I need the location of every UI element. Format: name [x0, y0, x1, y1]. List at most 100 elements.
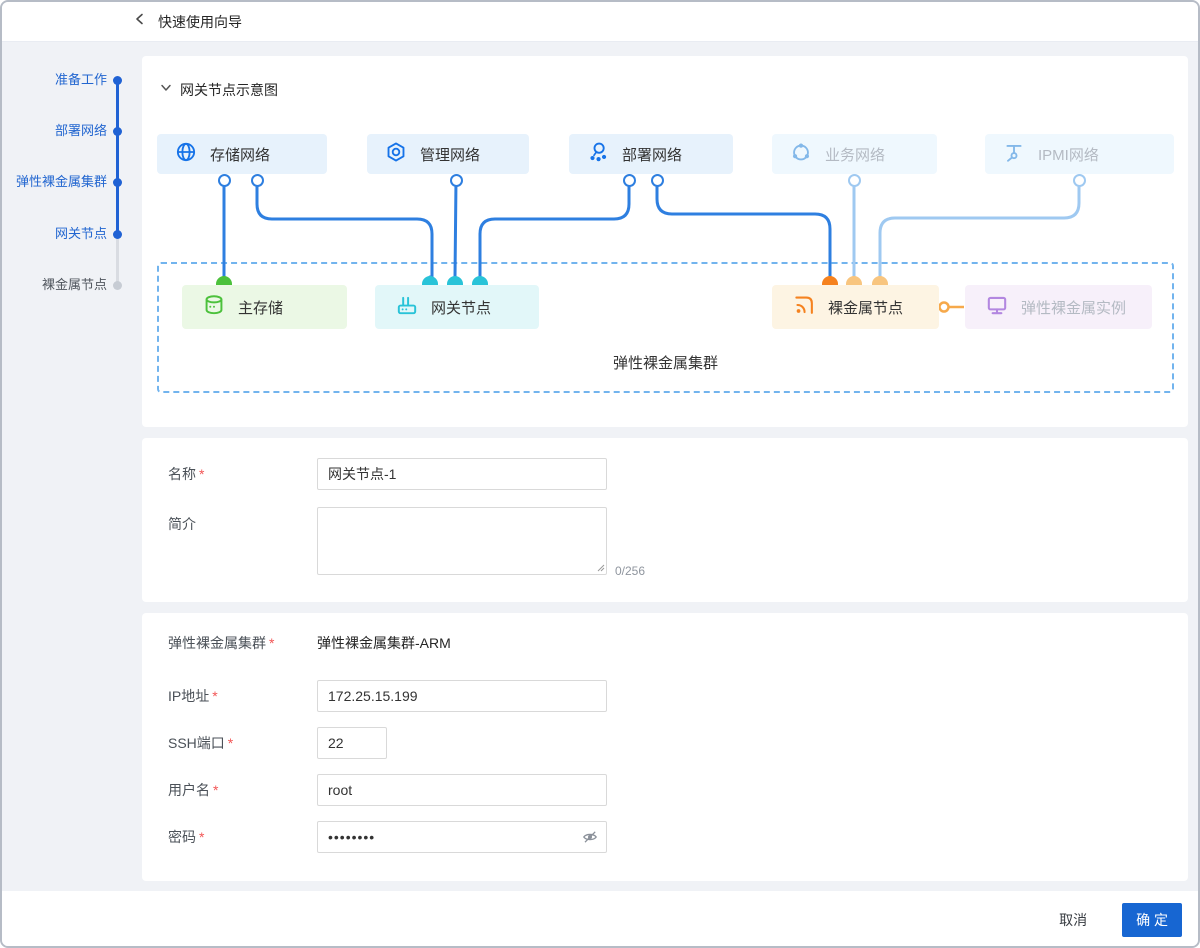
username-input[interactable]: [317, 774, 607, 806]
ssh-port-input[interactable]: [317, 727, 387, 759]
name-field-row: 名称*: [168, 458, 1188, 490]
port-ring-management: [449, 174, 463, 187]
description-field-row: 简介 0/256: [168, 507, 1188, 580]
step-dot-2: [113, 126, 122, 136]
required-mark: *: [199, 829, 205, 845]
network-label: 存储网络: [210, 146, 271, 164]
username-field-row: 用户名*: [168, 774, 1188, 806]
node-label: 裸金属节点: [828, 299, 904, 317]
description-textarea-wrap: [317, 507, 607, 580]
name-label: 名称*: [168, 466, 205, 482]
network-label: 部署网络: [622, 146, 683, 164]
node-label: 主存储: [238, 299, 284, 317]
stepper-line-pending: [116, 234, 119, 285]
node-port-storage: [216, 276, 232, 285]
router-icon: [395, 293, 419, 321]
password-input-wrap: [317, 821, 607, 853]
node-port-gateway-1: [422, 276, 438, 285]
stepper-item-prepare[interactable]: 准备工作: [54, 72, 107, 87]
baremetal-icon: [792, 293, 816, 321]
diagram-collapse-toggle[interactable]: 网关节点示意图: [160, 80, 278, 100]
textarea-resize-handle: [597, 559, 605, 577]
diagram-panel: 网关节点示意图: [142, 56, 1188, 427]
name-input[interactable]: [317, 458, 607, 490]
settings-icon: [385, 141, 407, 167]
back-button[interactable]: [133, 12, 147, 31]
ip-label: IP地址*: [168, 688, 218, 704]
wizard-stepper: 准备工作 部署网络 弹性裸金属集群 网关节点 裸金属节点: [2, 42, 132, 891]
cancel-button[interactable]: 取消: [1045, 904, 1101, 936]
required-mark: *: [213, 782, 219, 798]
node-port-baremetal-2: [846, 276, 862, 285]
page-title: 快速使用向导: [158, 13, 242, 30]
connector-lines: [222, 178, 1081, 313]
stepper-line-active: [116, 80, 119, 234]
body: 准备工作 部署网络 弹性裸金属集群 网关节点 裸金属节点 网关节点示意图: [2, 42, 1198, 891]
node-box-elastic-instance: 弹性裸金属实例: [965, 285, 1152, 329]
port-ring-storage-2: [250, 174, 264, 187]
confirm-button[interactable]: 确 定: [1122, 902, 1182, 937]
node-label: 弹性裸金属实例: [1021, 299, 1127, 317]
diagram-section-title: 网关节点示意图: [180, 82, 278, 98]
toggle-password-visibility-button[interactable]: [582, 829, 598, 845]
username-label: 用户名*: [168, 782, 219, 798]
password-field-row: 密码*: [168, 821, 1188, 853]
network-box-storage: 存储网络: [157, 134, 327, 174]
password-label: 密码*: [168, 829, 205, 845]
back-chevron-icon: [133, 12, 147, 31]
required-mark: *: [212, 688, 218, 704]
instance-link-line: [938, 301, 964, 313]
ssh-port-label: SSH端口*: [168, 735, 234, 751]
step-dot-5: [113, 280, 122, 290]
basic-form-panel: 名称* 简介 0/256: [142, 438, 1188, 602]
node-box-gateway: 网关节点: [375, 285, 539, 329]
port-ring-deployment-1: [622, 174, 636, 187]
node-port-gateway-3: [472, 276, 488, 285]
network-box-management: 管理网络: [367, 134, 529, 174]
connection-form-panel: 弹性裸金属集群* 弹性裸金属集群-ARM IP地址* SSH端口* 用户名*: [142, 613, 1188, 881]
node-port-baremetal-1: [822, 276, 838, 285]
char-counter: 0/256: [615, 564, 646, 578]
network-box-service: 业务网络: [772, 134, 937, 174]
required-mark: *: [269, 635, 275, 651]
port-ring-deployment-2: [650, 174, 664, 187]
port-ring-ipmi: [1072, 174, 1086, 187]
cluster-label-text: 弹性裸金属集群*: [168, 635, 275, 651]
network-box-ipmi: IPMI网络: [985, 134, 1174, 174]
stepper-item-deploy-network[interactable]: 部署网络: [54, 123, 107, 138]
globe-icon: [175, 141, 197, 167]
service-icon: [790, 141, 812, 167]
cluster-label: 弹性裸金属集群: [612, 355, 718, 372]
node-port-gateway-2: [447, 276, 463, 285]
cluster-value: 弹性裸金属集群-ARM: [317, 635, 451, 651]
node-label: 网关节点: [431, 299, 492, 317]
chevron-down-icon: [160, 81, 172, 99]
header: 快速使用向导: [2, 2, 1198, 42]
cluster-field-row: 弹性裸金属集群* 弹性裸金属集群-ARM: [168, 633, 1188, 653]
required-mark: *: [199, 466, 205, 482]
cluster-dashed-boundary: [157, 262, 1174, 393]
node-box-baremetal: 裸金属节点: [772, 285, 939, 329]
description-textarea[interactable]: [317, 507, 607, 575]
password-input[interactable]: [317, 821, 607, 853]
ip-input[interactable]: [317, 680, 607, 712]
monitor-icon: [985, 293, 1009, 321]
stepper-item-elastic-cluster[interactable]: 弹性裸金属集群: [15, 174, 107, 189]
cluster-icon: [587, 141, 609, 167]
stepper-item-gateway-node[interactable]: 网关节点: [54, 226, 107, 241]
node-port-baremetal-3: [872, 276, 888, 285]
footer-bar: 取消 确 定: [2, 891, 1198, 946]
port-ring-storage-1: [217, 174, 231, 187]
stepper-item-baremetal-node[interactable]: 裸金属节点: [41, 277, 107, 292]
ssh-port-field-row: SSH端口*: [168, 727, 1188, 759]
network-label: IPMI网络: [1038, 146, 1099, 164]
required-mark: *: [227, 735, 234, 751]
network-label: 业务网络: [825, 146, 886, 164]
step-dot-3: [113, 177, 122, 187]
node-box-main-storage: 主存储: [182, 285, 347, 329]
ip-field-row: IP地址*: [168, 680, 1188, 712]
description-label: 简介: [168, 516, 196, 532]
step-dot-4: [113, 229, 122, 239]
network-label: 管理网络: [420, 146, 481, 164]
